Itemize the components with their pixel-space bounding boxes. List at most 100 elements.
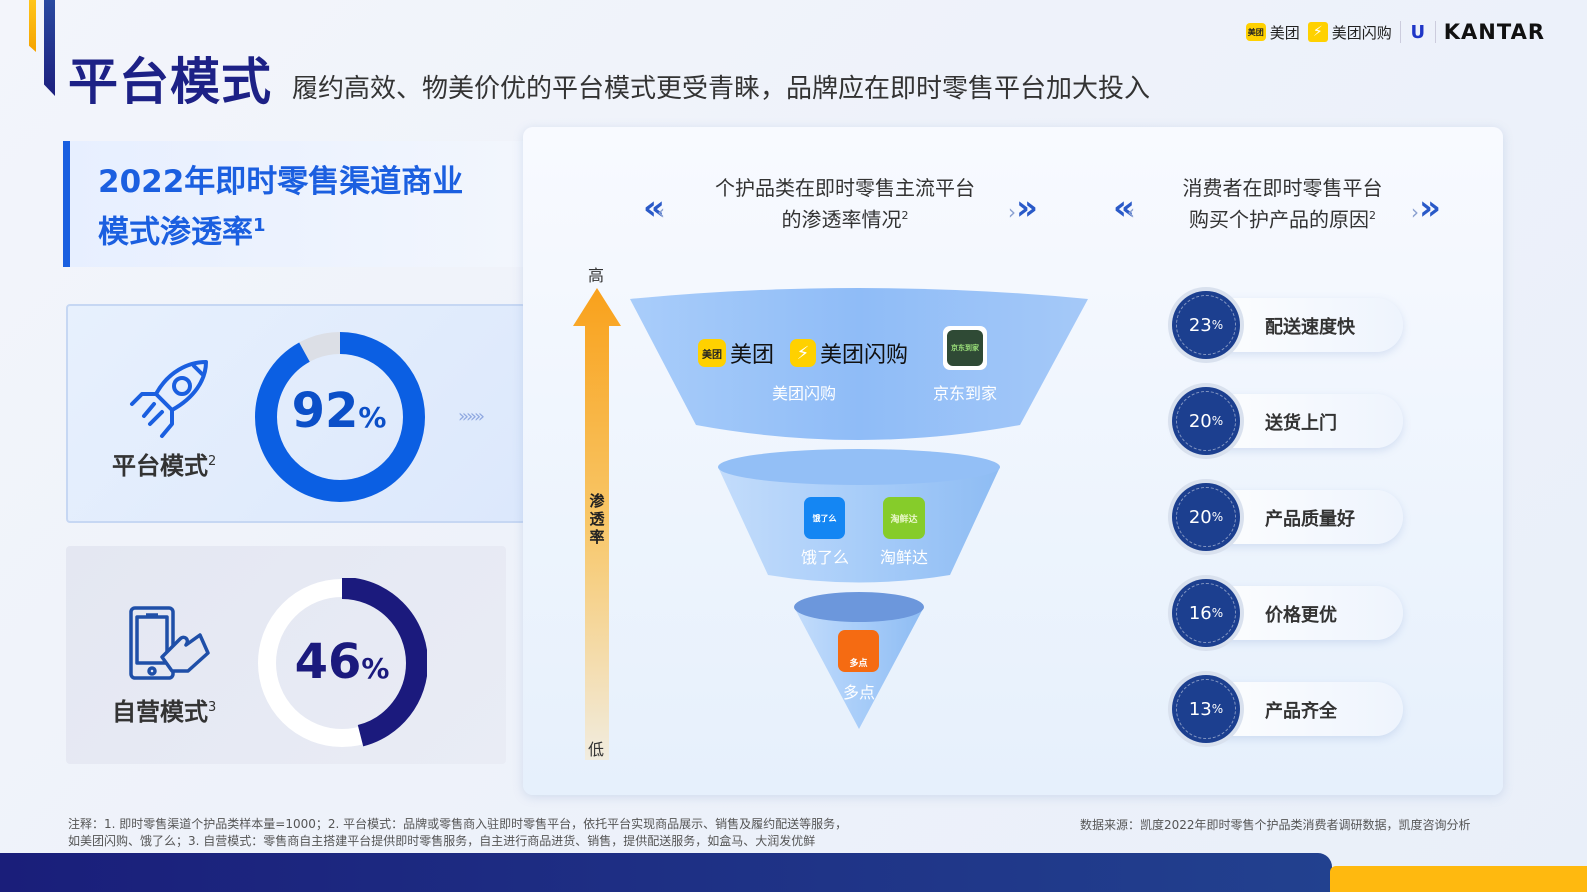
axis-low-label: 低	[588, 740, 605, 759]
duodian-caption: 多点	[842, 683, 875, 702]
reason-percent-value: 13	[1188, 698, 1212, 720]
reason-percent-inner: 13%	[1172, 675, 1240, 743]
reason-label: 价格更优	[1265, 605, 1337, 626]
footnote-line2: 如美团闪购、饿了么；3. 自营模式：零售商自主搭建平台提供即时零售服务，自主进行…	[68, 834, 816, 848]
eleme-caption: 饿了么	[800, 548, 849, 567]
reason-percent-badge: 20%	[1168, 383, 1244, 459]
percent-unit: %	[1211, 702, 1224, 716]
self-operated-mode-card	[66, 546, 506, 764]
percent-unit: %	[1211, 414, 1224, 428]
page-subtitle: 履约高效、物美价优的平台模式更受青睐，品牌应在即时零售平台加大投入	[292, 74, 1151, 104]
footnote-ref: 2	[208, 454, 217, 469]
axis-title: 渗透率	[589, 492, 605, 546]
duodian-app-icon: 多点	[838, 630, 879, 672]
reason-percent-badge: 23%	[1168, 287, 1244, 363]
logo-divider	[1399, 21, 1401, 43]
reason-percent-value: 23	[1188, 314, 1212, 336]
reasons-heading: 消费者在即时零售平台 购买个护产品的原因2	[1160, 174, 1405, 234]
reason-percent-badge: 20%	[1168, 479, 1244, 555]
lightning-icon: ⚡	[1307, 22, 1328, 42]
footer-bar-yellow	[1330, 866, 1587, 892]
rocket-icon	[130, 360, 208, 438]
page-title: 平台模式	[68, 53, 272, 111]
section-title-line1: 2022年即时零售渠道商业	[98, 164, 464, 200]
meituan-flash-caption: 美团闪购	[771, 384, 836, 403]
self-operated-percent-value: 46	[294, 634, 362, 690]
chevrons-left-icon: «‹	[643, 188, 665, 228]
section-title-line2: 模式渗透率	[98, 214, 253, 251]
meituan-icon: 美团	[1245, 23, 1266, 41]
section-title-box	[63, 141, 523, 267]
reason-percent-inner: 20%	[1172, 387, 1240, 455]
meituan-brand-text: 美团	[730, 343, 775, 368]
chevrons-right-icon: ›»	[1411, 188, 1441, 228]
meituan-flash-logo-text: 美团闪购	[1331, 23, 1392, 42]
meituan-flash-brand: ⚡ 美团闪购	[790, 337, 908, 369]
self-operated-percent: 46%	[257, 634, 427, 690]
taoxianda-app-icon: 淘鲜达	[883, 497, 925, 539]
platform-percent: 92%	[254, 383, 424, 439]
lightning-icon: ⚡	[790, 339, 816, 367]
taoxianda-caption: 淘鲜达	[879, 548, 928, 567]
chevrons-right-icon: »»»	[458, 406, 485, 427]
eleme-app-icon: 饿了么	[804, 497, 845, 539]
platform-mode-label: 平台模式2	[112, 446, 216, 481]
reason-label: 配送速度快	[1265, 317, 1355, 338]
reason-label: 送货上门	[1265, 413, 1337, 434]
percent-unit: %	[1211, 606, 1224, 620]
footnote: 注释：1. 即时零售渠道个护品类样本量=1000；2. 平台模式：品牌或零售商入…	[68, 816, 948, 850]
self-operated-mode-label-text: 自营模式	[112, 698, 208, 726]
meituan-logo: 美团 美团	[1245, 22, 1300, 43]
meituan-logo-text: 美团	[1269, 23, 1300, 42]
footnote-ref: 3	[208, 700, 217, 715]
platform-mode-label-text: 平台模式	[112, 452, 208, 480]
axis-high-label: 高	[588, 266, 605, 285]
reason-percent-inner: 16%	[1172, 579, 1240, 647]
unilever-logo-icon: U	[1410, 21, 1426, 43]
section-title: 2022年即时零售渠道商业 模式渗透率1	[98, 160, 498, 254]
accent-bar-yellow	[29, 0, 36, 52]
platform-donut-chart	[255, 332, 425, 502]
reason-label: 产品齐全	[1265, 701, 1337, 722]
meituan-app-icon: 美团	[698, 339, 726, 367]
reasons-heading-line2: 购买个护产品的原因	[1189, 207, 1369, 232]
data-source: 数据来源：凯度2022年即时零售个护品类消费者调研数据，凯度咨询分析	[1080, 818, 1471, 832]
footnote-ref: 2	[1369, 209, 1376, 222]
reason-percent-value: 20	[1188, 506, 1212, 528]
meituan-flash-logo: ⚡ 美团闪购	[1307, 22, 1392, 43]
phone-touch-icon	[129, 606, 210, 680]
reason-label: 产品质量好	[1265, 509, 1355, 530]
footnote-ref: 1	[253, 215, 266, 236]
chevrons-left-icon: «‹	[1113, 188, 1135, 228]
penetration-axis-arrow	[573, 288, 621, 760]
footer-bar-navy	[0, 853, 1332, 892]
jd-daojia-app-icon: 京东到家	[943, 326, 987, 370]
jd-daojia-caption: 京东到家	[932, 384, 997, 403]
percent-unit: %	[1211, 510, 1224, 524]
partner-logos: 美团 美团 ⚡ 美团闪购 U KANTAR	[1245, 20, 1545, 44]
percent-unit: %	[358, 401, 387, 434]
reason-percent-badge: 16%	[1168, 575, 1244, 651]
reason-percent-badge: 13%	[1168, 671, 1244, 747]
footnote-ref: 2	[901, 209, 909, 222]
reason-percent-inner: 23%	[1172, 291, 1240, 359]
chevrons-right-icon: ›»	[1008, 188, 1038, 228]
percent-unit: %	[1211, 318, 1224, 332]
self-operated-donut-chart	[257, 578, 427, 748]
funnel-heading-line2: 的渗透率情况	[781, 207, 902, 232]
meituan-brand: 美团 美团	[698, 337, 774, 369]
reason-percent-inner: 20%	[1172, 483, 1240, 551]
accent-bar-navy	[44, 0, 55, 96]
reason-percent-value: 16	[1188, 602, 1212, 624]
reasons-heading-line1: 消费者在即时零售平台	[1182, 176, 1383, 200]
self-operated-mode-label: 自营模式3	[112, 692, 216, 727]
percent-unit: %	[361, 652, 390, 685]
platform-percent-value: 92	[291, 383, 359, 439]
logo-divider	[1434, 21, 1436, 43]
meituan-flash-brand-text: 美团闪购	[820, 343, 909, 368]
footnote-line1: 注释：1. 即时零售渠道个护品类样本量=1000；2. 平台模式：品牌或零售商入…	[68, 817, 848, 831]
funnel-heading-line1: 个护品类在即时零售主流平台	[715, 176, 975, 200]
reason-percent-value: 20	[1188, 410, 1212, 432]
funnel-heading: 个护品类在即时零售主流平台 的渗透率情况2	[690, 174, 1000, 234]
kantar-logo: KANTAR	[1443, 20, 1545, 44]
